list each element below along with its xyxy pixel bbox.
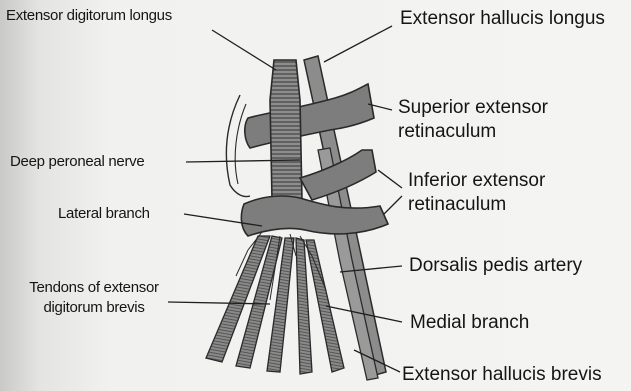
leader-edl	[212, 30, 276, 70]
label-deep-peroneal-nerve: Deep peroneal nerve	[10, 154, 144, 169]
inferior-extensor-retinaculum-lower	[241, 196, 388, 236]
label-lateral-branch: Lateral branch	[58, 206, 150, 221]
label-extensor-hallucis-brevis: Extensor hallucis brevis	[402, 365, 602, 384]
label-superior-extensor-retinaculum-line1: Superior extensor	[398, 98, 548, 117]
leader-ehl	[324, 26, 392, 62]
label-superior-extensor-retinaculum-line2: retinaculum	[398, 122, 496, 141]
label-dorsalis-pedis-artery: Dorsalis pedis artery	[409, 256, 582, 275]
leader-inferior-retinaculum	[378, 170, 402, 214]
label-inferior-extensor-retinaculum-line2: retinaculum	[408, 195, 506, 214]
label-extensor-hallucis-longus: Extensor hallucis longus	[400, 9, 605, 28]
extensor-digitorum-brevis-tendons	[206, 236, 344, 374]
label-inferior-extensor-retinaculum-line1: Inferior extensor	[408, 171, 545, 190]
superior-extensor-retinaculum	[245, 84, 374, 148]
label-tendons-edb-line1: Tendons of extensor	[14, 280, 174, 295]
deep-peroneal-nerve-outline	[226, 95, 250, 197]
label-medial-branch: Medial branch	[410, 313, 529, 332]
label-extensor-digitorum-longus: Extensor digitorum longus	[6, 8, 172, 23]
label-tendons-edb-line2: digitorum brevis	[14, 300, 174, 315]
